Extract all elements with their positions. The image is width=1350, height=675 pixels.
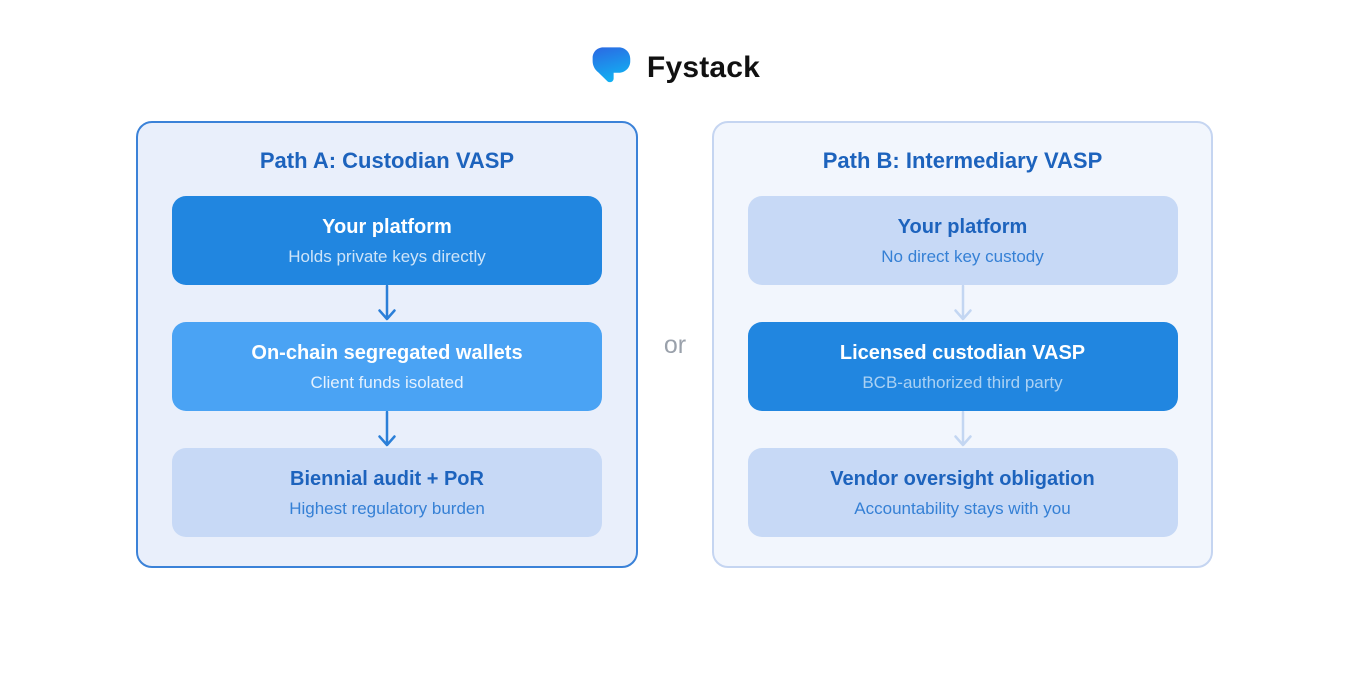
fystack-logo-icon (592, 47, 631, 83)
path-b-title: Path B: Intermediary VASP (822, 148, 1103, 173)
step-a3-biennial-audit: Biennial audit + PoR Highest regulatory … (172, 448, 602, 537)
down-arrow-icon (378, 285, 396, 321)
down-arrow-icon (953, 411, 972, 447)
step-b3-vendor-oversight: Vendor oversight obligation Accountabili… (747, 448, 1178, 537)
path-b-panel: Path B: Intermediary VASP Your platform … (712, 121, 1213, 568)
step-title: Licensed custodian VASP (839, 341, 1086, 364)
step-title: On-chain segregated wallets (251, 341, 523, 364)
step-subtitle: BCB-authorized third party (862, 372, 1063, 392)
step-subtitle: Accountability stays with you (854, 498, 1071, 518)
brand-header: Fystack (0, 44, 1350, 91)
step-b1-your-platform: Your platform No direct key custody (747, 196, 1178, 285)
path-a-panel: Path A: Custodian VASP Your platform Hol… (136, 121, 638, 568)
step-a1-your-platform: Your platform Holds private keys directl… (172, 196, 602, 285)
step-subtitle: Client funds isolated (310, 372, 464, 392)
down-arrow-icon (953, 285, 972, 321)
brand-name: Fystack (646, 50, 761, 84)
step-subtitle: Highest regulatory burden (289, 498, 485, 518)
step-a2-segregated-wallets: On-chain segregated wallets Client funds… (172, 322, 602, 411)
step-title: Vendor oversight obligation (830, 467, 1095, 490)
or-separator: or (663, 331, 687, 359)
step-subtitle: Holds private keys directly (288, 246, 486, 266)
step-b2-licensed-custodian: Licensed custodian VASP BCB-authorized t… (747, 322, 1178, 411)
path-a-title: Path A: Custodian VASP (259, 148, 515, 173)
step-subtitle: No direct key custody (881, 246, 1044, 266)
step-title: Your platform (897, 215, 1028, 238)
step-title: Your platform (322, 215, 452, 238)
step-title: Biennial audit + PoR (290, 467, 484, 490)
down-arrow-icon (378, 411, 396, 447)
